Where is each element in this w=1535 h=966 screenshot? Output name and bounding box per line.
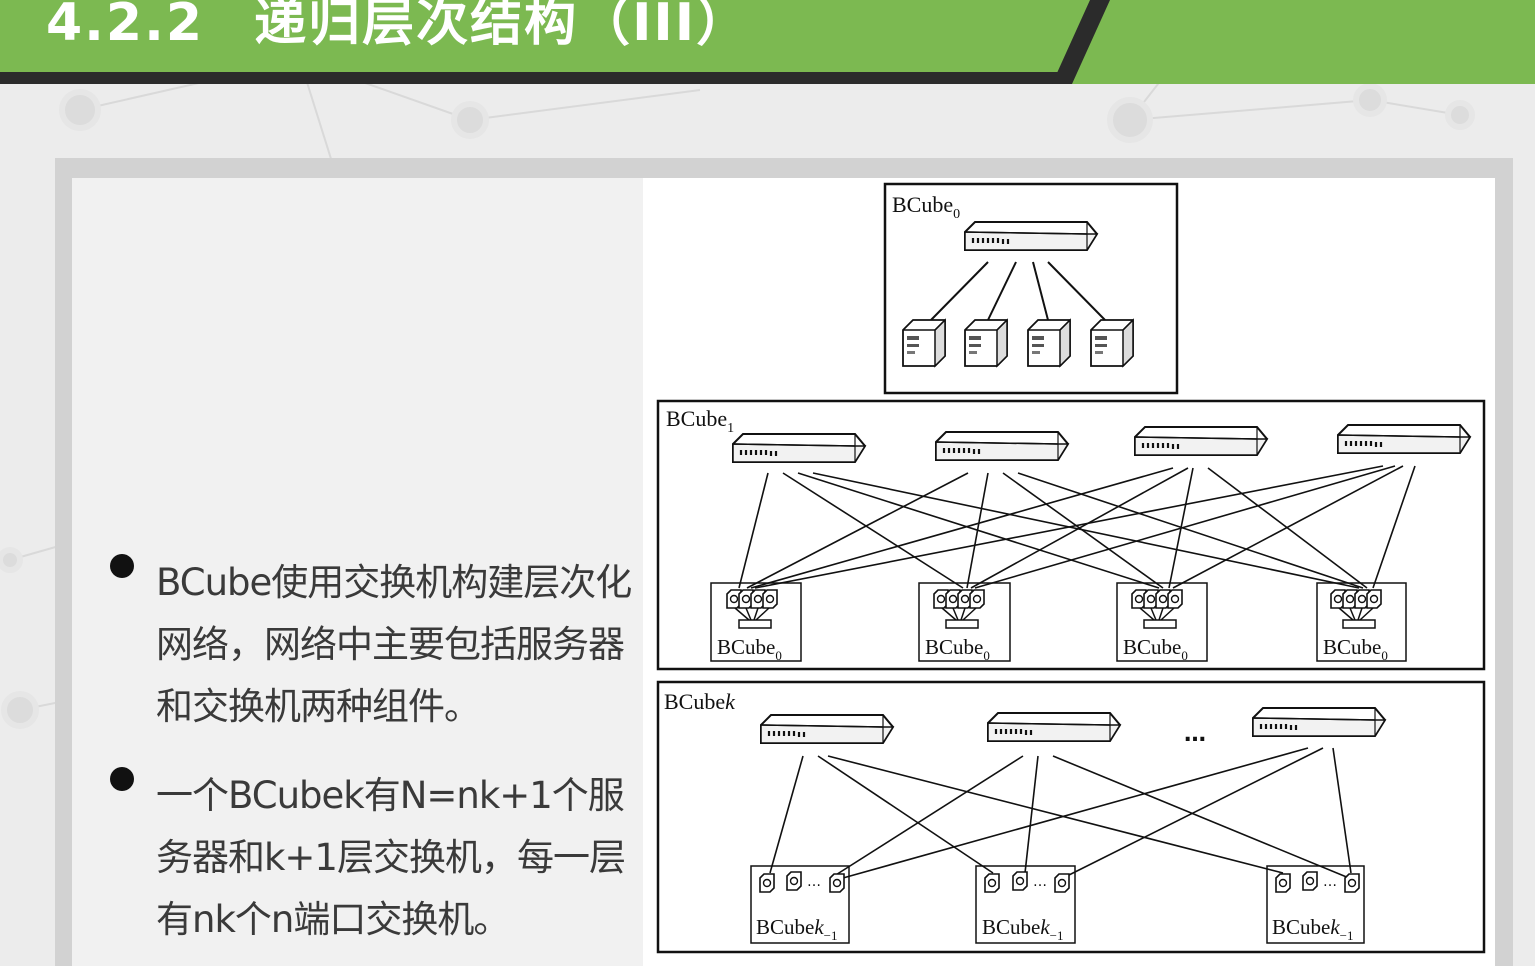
svg-text:BCube0: BCube0 (1323, 635, 1388, 663)
bullet-dot (110, 767, 134, 791)
bcubek-box: BCubek … … BCubek−1 … BCubek−1 (656, 680, 1486, 954)
svg-text:BCubek−1: BCubek−1 (1272, 915, 1354, 943)
bcubek-1-cell: … BCubek−1 (750, 865, 850, 944)
svg-text:…: … (1323, 874, 1337, 890)
svg-text:…: … (1033, 874, 1047, 890)
switch-icon (759, 713, 895, 745)
bcube0-cell: BCube0 (710, 582, 802, 663)
bcube0-label: BCube0 (892, 192, 960, 222)
switch-icon (1133, 425, 1269, 457)
bcubek-label: BCubek (664, 689, 736, 714)
svg-text:BCube0: BCube0 (925, 635, 990, 663)
svg-text:BCube0: BCube0 (717, 635, 782, 663)
server-icon (964, 319, 1008, 367)
svg-text:…: … (807, 874, 821, 890)
title-bar (0, 0, 1535, 84)
section-number: 4.2.2 (46, 0, 205, 53)
switch-icon (1251, 706, 1387, 738)
switch-icon (986, 711, 1122, 743)
bullet-text: 一个BCubek有N=nk+1个服务器和k+1层交换机，每一层有nk个n端口交换… (156, 774, 626, 941)
svg-text:BCubek−1: BCubek−1 (982, 915, 1064, 943)
bcube0-cell: BCube0 (918, 582, 1011, 663)
switch-ellipsis: … (1184, 722, 1206, 747)
bullet-dot (110, 554, 134, 578)
bcube0-cell: BCube0 (1116, 582, 1208, 663)
bcube1-label: BCube1 (666, 406, 734, 436)
bcube1-box: BCube1 BCube0 BCube0 (656, 399, 1486, 671)
svg-text:BCubek−1: BCubek−1 (756, 915, 838, 943)
bcubek-1-cell: … BCubek−1 (1266, 865, 1365, 944)
bcube0-box: BCube0 (883, 182, 1179, 395)
switch-icon (963, 220, 1099, 252)
slide-title: 4.2.2 递归层次结构（III） (46, 0, 750, 58)
bcubek-1-cell: … BCubek−1 (975, 865, 1076, 944)
title-text: 递归层次结构（III） (254, 0, 751, 53)
bullet-text: BCube使用交换机构建层次化网络，网络中主要包括服务器和交换机两种组件。 (156, 561, 632, 728)
switch-icon (934, 430, 1070, 462)
server-icon (1090, 319, 1134, 367)
bcube0-cell: BCube0 (1316, 582, 1407, 663)
server-icon (1027, 319, 1071, 367)
svg-text:BCube0: BCube0 (1123, 635, 1188, 663)
server-icon (902, 319, 946, 367)
bcube-diagram: BCube0 BCube1 (643, 178, 1495, 966)
switch-icon (731, 432, 867, 464)
switch-icon (1336, 423, 1472, 455)
